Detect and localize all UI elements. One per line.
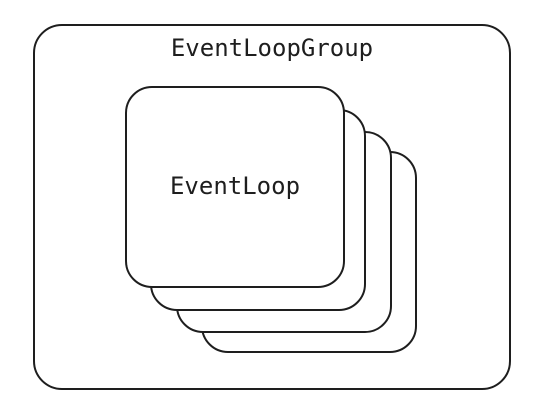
event-loop-group-label: EventLoopGroup [170, 34, 374, 62]
event-loop-card-1 [125, 86, 345, 288]
event-loop-label: EventLoop [169, 172, 301, 200]
